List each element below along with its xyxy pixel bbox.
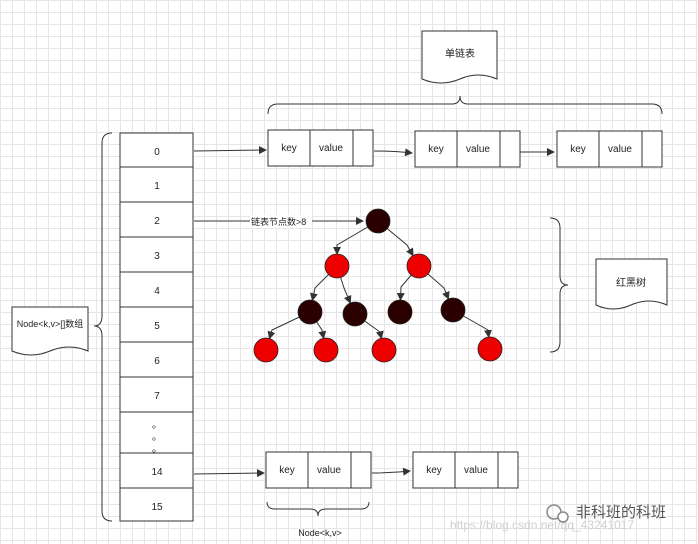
node1-to-node2-arrow (373, 148, 413, 157)
node-key-label: key (281, 143, 297, 154)
list-node: key value (267, 129, 374, 167)
watermark-brand: 非科班的科班 (576, 503, 666, 521)
tree-node-black (297, 299, 323, 325)
pointers (193, 146, 555, 478)
list-node-box (414, 130, 521, 168)
node-to-node-arrow (371, 467, 411, 476)
bucket-index: 15 (151, 502, 163, 513)
bucket0-to-node-arrow (193, 146, 267, 155)
bucket-index: 。 (152, 420, 162, 431)
tree-node-red (406, 253, 432, 279)
node-brace (266, 501, 370, 517)
bucket-index: 。 (152, 444, 162, 455)
array-brace (93, 132, 113, 522)
linked-list-nodes: key value key value key value key value key value (265, 129, 663, 489)
tree-node-black (342, 301, 368, 327)
red-black-tree (253, 208, 503, 363)
list-node: key value (556, 130, 663, 168)
bucket-index: 14 (151, 467, 163, 478)
tree-node-red (324, 253, 350, 279)
list-node-box (556, 130, 663, 168)
list-node-box (265, 451, 372, 489)
bucket-index: 4 (154, 286, 160, 297)
wechat-icon (546, 504, 569, 523)
bucket-index: 。 (152, 432, 162, 443)
tree-node-black (365, 208, 391, 234)
tree-edge (452, 309, 492, 339)
bucket-index: 6 (154, 356, 160, 367)
node-key-label: key (570, 144, 586, 155)
red-black-tree-callout: 红黑树 (595, 258, 668, 310)
linked-list-brace (267, 95, 663, 115)
bucket-index: 5 (154, 321, 160, 332)
tree-edge (377, 220, 414, 257)
bucket-index: 2 (154, 216, 160, 227)
bucket-index: 1 (154, 181, 160, 192)
threshold-label: 链表节点数>8 (251, 216, 306, 227)
node-caption: Node<k,v> (298, 528, 342, 538)
tree-brace (549, 217, 569, 353)
node-value-label: value (317, 465, 341, 476)
tree-node-red (477, 336, 503, 362)
linked-list-callout: 单链表 (421, 30, 498, 84)
bucket14-to-node-arrow (193, 469, 265, 478)
node-value-label: value (466, 144, 490, 155)
node-key-label: key (426, 465, 442, 476)
node-value-label: value (608, 144, 632, 155)
tree-node-red (253, 337, 279, 363)
list-node: key value (412, 451, 519, 489)
node-key-label: key (428, 144, 444, 155)
array-callout: Node<k,v>[]数组 (11, 306, 89, 356)
tree-node-black (440, 297, 466, 323)
tree-edge (333, 220, 379, 255)
node-value-label: value (319, 143, 343, 154)
tree-edge (267, 311, 311, 340)
bucket-array-frame (119, 132, 194, 522)
list-node: key value (265, 451, 372, 489)
array-callout-label: Node<k,v>[]数组 (17, 318, 84, 329)
list-node: key value (414, 130, 521, 168)
node-key-label: key (279, 465, 295, 476)
list-node-box (412, 451, 519, 489)
tree-node-red (371, 337, 397, 363)
list-node-box (267, 129, 374, 167)
tree-node-red (313, 337, 339, 363)
threshold-label-bg (250, 215, 312, 228)
bucket-index: 7 (154, 391, 160, 402)
node-value-label: value (464, 465, 488, 476)
red-black-tree-callout-label: 红黑树 (616, 276, 646, 289)
bucket-index: 0 (154, 147, 160, 158)
tree-node-black (387, 299, 413, 325)
linked-list-callout-label: 单链表 (445, 47, 475, 60)
watermark-url: https://blog.csdn.net/qq_43241017 (450, 518, 634, 532)
bucket-index: 3 (154, 251, 160, 262)
